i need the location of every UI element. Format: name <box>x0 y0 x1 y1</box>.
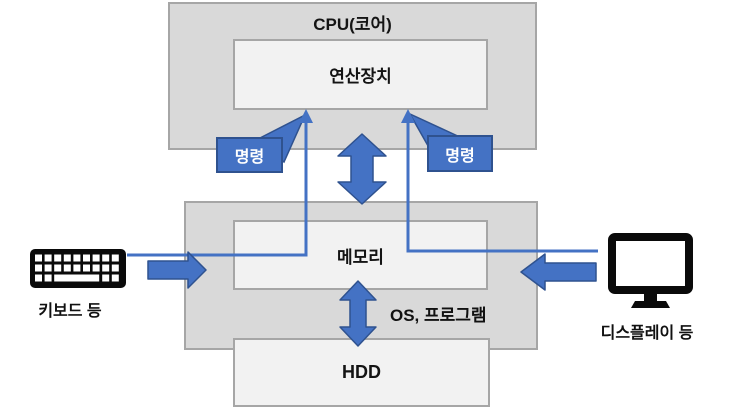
command-path-right-arrowhead <box>401 109 415 123</box>
cpu-title: CPU(코어) <box>313 15 392 34</box>
command-path-left-arrowhead <box>299 109 313 123</box>
output-block-arrow <box>520 253 597 291</box>
os-program-label: OS, 프로그램 <box>390 306 487 325</box>
command-badge-right: 명령 <box>427 135 493 172</box>
hdd-label: HDD <box>342 362 381 382</box>
keyboard-label: 키보드 등 <box>38 303 102 320</box>
alu-label: 연산장치 <box>329 67 392 86</box>
input-block-arrow <box>147 251 207 289</box>
memory-label: 메모리 <box>337 247 384 267</box>
cpu-memory-double-arrow <box>337 133 387 205</box>
memory-hdd-double-arrow <box>339 280 377 347</box>
command-badge-left: 명령 <box>216 137 283 173</box>
command-path-left-arrow <box>127 117 308 257</box>
command-path-right-arrow <box>406 117 598 253</box>
display-label: 디스플레이 등 <box>600 325 694 342</box>
keyboard-icon <box>30 249 126 288</box>
monitor-icon <box>608 233 693 308</box>
hdd-box: HDD <box>233 338 490 407</box>
alu-box: 연산장치 <box>233 39 488 110</box>
